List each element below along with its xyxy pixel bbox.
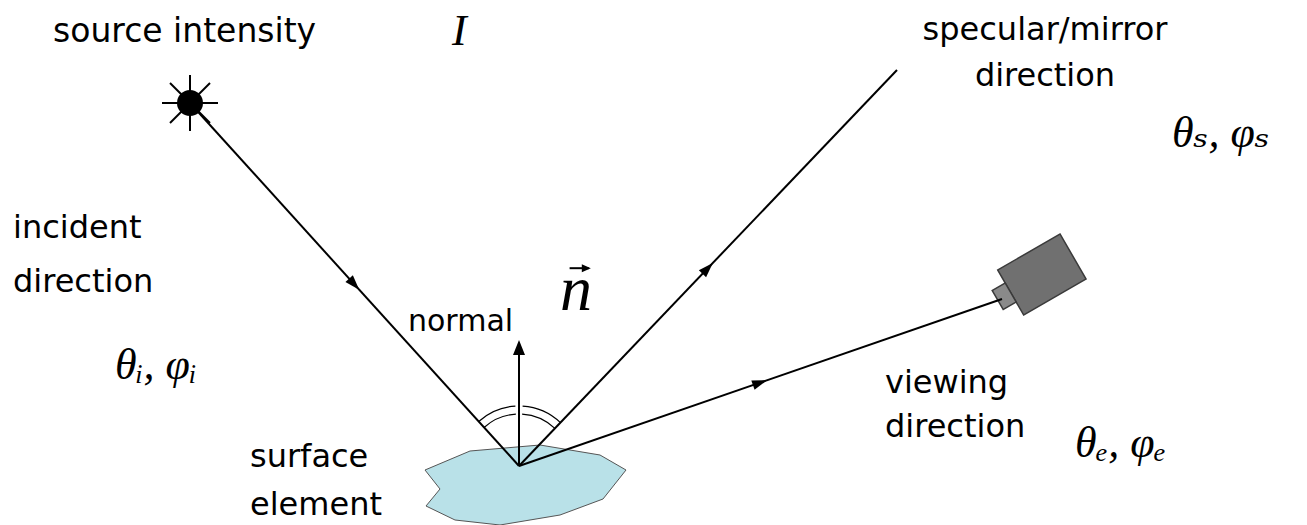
incidence-angle-arc [479, 406, 516, 421]
arrowhead [345, 275, 359, 289]
ray-group [190, 70, 1002, 466]
reflection-angle-arc [522, 414, 555, 428]
normal-symbol: n [560, 252, 592, 326]
incident-label: incident direction [13, 200, 198, 308]
specular-label: specular/mirror direction [880, 6, 1210, 98]
source-label: source intensity [53, 12, 316, 50]
viewing-label: viewing direction [885, 360, 1075, 448]
incident-ray [190, 103, 519, 466]
reflection-angle-arc [523, 406, 561, 422]
surface-label: surface element [250, 432, 425, 525]
specular-angles: θₛ, φₛ [1172, 108, 1270, 159]
arrowhead [513, 340, 525, 355]
specular-ray [519, 70, 897, 466]
arrowhead [751, 380, 767, 390]
viewing-angles: θₑ, φₑ [1075, 418, 1166, 469]
normal-label: normal [408, 304, 513, 337]
intensity-symbol: I [452, 6, 467, 57]
normal-arrow [518, 352, 520, 466]
incidence-angle-arc [484, 414, 516, 427]
camera-lens [992, 283, 1016, 310]
arrowhead [699, 263, 713, 277]
camera-symbol [985, 234, 1086, 323]
surface-element-patch [425, 445, 626, 525]
incident-angles: θᵢ, φᵢ [115, 340, 197, 391]
